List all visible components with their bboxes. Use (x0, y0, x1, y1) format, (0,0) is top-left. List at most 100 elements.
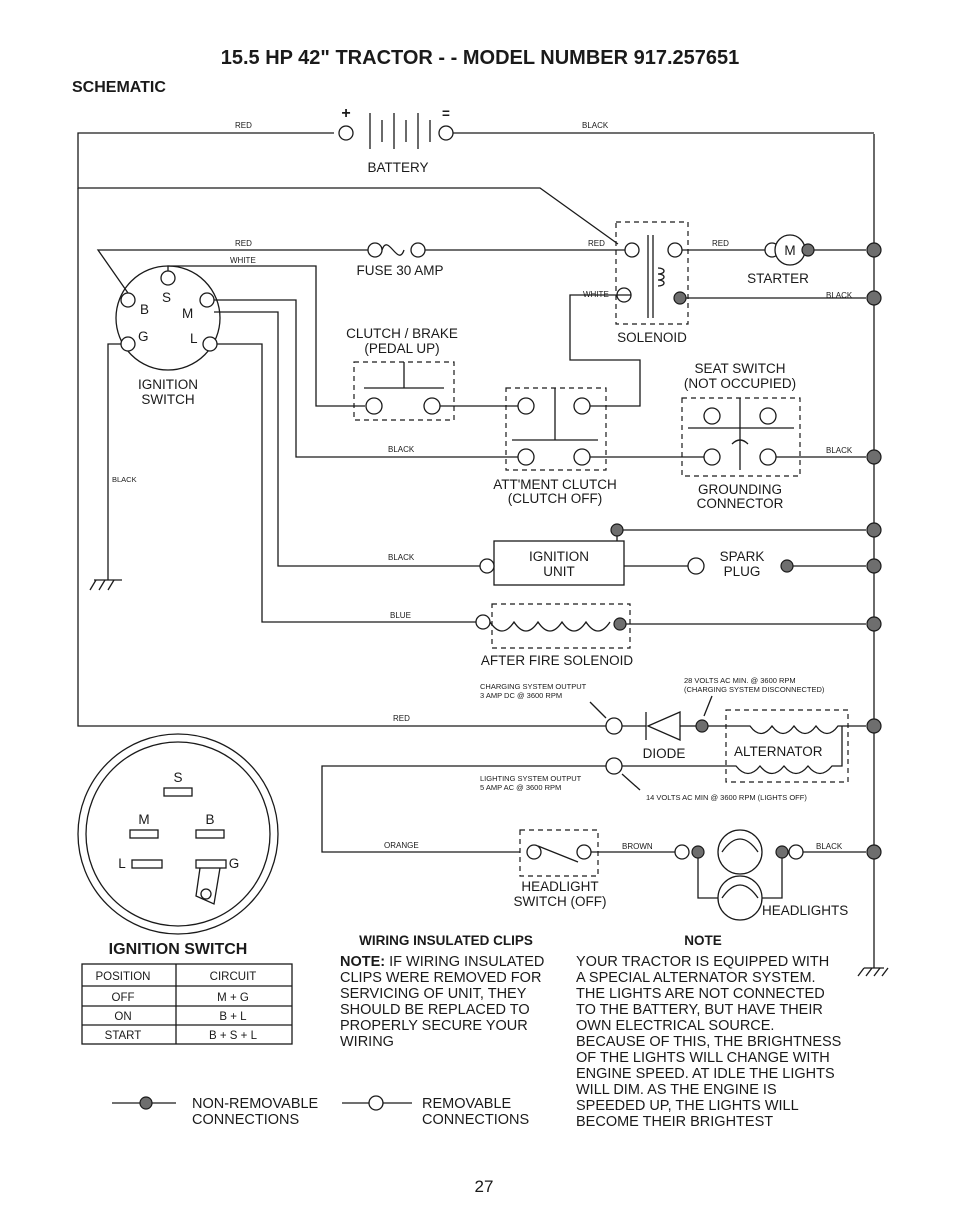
wire-label-red-3: RED (588, 239, 605, 248)
wire-label-black-3: BLACK (388, 553, 415, 562)
note-line-2: A SPECIAL ALTERNATOR SYSTEM. (576, 970, 816, 986)
note-line-11: BECOME THEIR BRIGHTEST (576, 1114, 773, 1130)
wire-label-red-2: RED (235, 239, 252, 248)
wire-label-black-2: BLACK (388, 445, 415, 454)
wire-white-to-solenoid: WHITE (167, 256, 365, 407)
note-line-5: OWN ELECTRICAL SOURCE. (576, 1018, 774, 1034)
table-header-position: POSITION (96, 971, 151, 983)
ground-connections (866, 242, 882, 860)
starter-label: STARTER (747, 271, 809, 286)
battery-label: BATTERY (367, 160, 428, 175)
headlight-switch-label-1: HEADLIGHT (521, 879, 598, 894)
spark-plug-label-1: SPARK (720, 549, 765, 564)
page-number: 27 (475, 1177, 494, 1196)
wiring-clips-line-4: SHOULD BE REPLACED TO (340, 1002, 530, 1018)
ign-label-S: S (162, 290, 171, 305)
wiring-clips-line-5: PROPERLY SECURE YOUR (340, 1018, 528, 1034)
wiring-clips-line-1-text: IF WIRING INSULATED (385, 954, 544, 970)
attment-label-2: (CLUTCH OFF) (508, 491, 603, 506)
grounding-label-2: CONNECTOR (697, 496, 784, 511)
note-line-1: YOUR TRACTOR IS EQUIPPED WITH (576, 954, 829, 970)
after-fire-label: AFTER FIRE SOLENOID (481, 653, 634, 668)
table-row-2-circuit: B + L (219, 1011, 247, 1023)
wire-label-white-2: WHITE (583, 290, 609, 299)
wire-label-black-ground: BLACK (112, 475, 137, 484)
battery: + = BATTERY RED BLACK (77, 105, 874, 245)
fuse-30-amp: FUSE 30 AMP RED (356, 239, 626, 278)
ign-label-L: L (190, 331, 198, 346)
grounding-label-1: GROUNDING (698, 482, 782, 497)
face-label-S: S (173, 770, 182, 785)
volts28-1: 28 VOLTS AC MIN. @ 3600 RPM (684, 676, 796, 685)
legend: NON-REMOVABLE CONNECTIONS REMOVABLE CONN… (112, 1095, 529, 1128)
wire-label-black-4: BLACK (826, 291, 853, 300)
wire-label-black-6: BLACK (816, 842, 843, 851)
battery-minus-sign: = (442, 106, 450, 121)
note-line-8: ENGINE SPEED. AT IDLE THE LIGHTS (576, 1066, 835, 1082)
fuse-label: FUSE 30 AMP (356, 263, 443, 278)
note-line-9: WILL DIM. AS THE ENGINE IS (576, 1082, 777, 1098)
legend-removable-2: CONNECTIONS (422, 1112, 529, 1128)
note-line-4: TO THE BATTERY, BUT HAVE THEIR (576, 1002, 823, 1018)
table-row-3-circuit: B + S + L (209, 1030, 258, 1042)
table-row-3-position: START (105, 1030, 142, 1042)
note-title: NOTE (684, 933, 722, 948)
table-row-1-position: OFF (112, 992, 135, 1004)
seat-switch: SEAT SWITCH (NOT OCCUPIED) BLACK GROUNDI… (681, 361, 866, 511)
legend-removable-1: REMOVABLE (422, 1096, 512, 1112)
solenoid: SOLENOID WHITE BLACK RED (569, 221, 866, 407)
ignition-unit: IGNITION UNIT SPARK PLUG (479, 523, 866, 586)
wire-blue-to-afterfire: BLUE (217, 343, 476, 623)
clutch-brake-label-2: (PEDAL UP) (364, 341, 439, 356)
clutch-brake-switch: CLUTCH / BRAKE (PEDAL UP) (346, 326, 518, 421)
ign-label-G: G (138, 329, 149, 344)
battery-positive-terminal (338, 125, 354, 141)
battery-plus-sign: + (341, 105, 350, 122)
headlights-label: HEADLIGHTS (762, 903, 848, 918)
charging-system: RED CHARGING SYSTEM OUTPUT 3 AMP DC @ 36… (77, 188, 866, 853)
ignition-switch-label-1: IGNITION (138, 377, 198, 392)
ignition-switch-title: IGNITION SWITCH (109, 941, 248, 958)
volts28-2: (CHARGING SYSTEM DISCONNECTED) (684, 685, 825, 694)
headlight-switch-label-2: SWITCH (OFF) (514, 894, 607, 909)
legend-removable-symbol (368, 1095, 384, 1111)
note-line-7: OF THE LIGHTS WILL CHANGE WITH (576, 1050, 830, 1066)
headlight-circuit: ORANGE HEADLIGHT SWITCH (OFF) BROWN BLAC… (384, 829, 866, 921)
note-line-10: SPEEDED UP, THE LIGHTS WILL (576, 1098, 799, 1114)
wire-red-to-solenoid: RED (96, 239, 368, 294)
starter-motor: M STARTER (747, 234, 866, 286)
page-title: 15.5 HP 42" TRACTOR - - MODEL NUMBER 917… (221, 47, 740, 69)
ignition-switch-face: S M B L G IGNITION SWITCH (77, 733, 279, 958)
face-label-G: G (229, 856, 240, 871)
ground-bus (857, 134, 889, 977)
after-fire-solenoid: AFTER FIRE SOLENOID (475, 603, 866, 668)
ign-label-M: M (182, 306, 193, 321)
seat-switch-label-2: (NOT OCCUPIED) (684, 376, 796, 391)
wiring-clips-line-2: CLIPS WERE REMOVED FOR (340, 970, 541, 986)
ignition-switch-symbol: B S M G L IGNITION SWITCH BLACK (89, 265, 221, 591)
wire-label-red-4: RED (712, 239, 729, 248)
spark-plug-label-2: PLUG (724, 564, 761, 579)
seat-switch-label-1: SEAT SWITCH (694, 361, 785, 376)
legend-nonremovable-symbol (139, 1096, 153, 1110)
starter-motor-letter: M (784, 243, 795, 258)
attment-label-1: ATT'MENT CLUTCH (493, 477, 617, 492)
wire-label-blue: BLUE (390, 611, 411, 620)
wire-label-orange: ORANGE (384, 841, 419, 850)
table-row-1-circuit: M + G (217, 992, 249, 1004)
alternator-label: ALTERNATOR (734, 744, 823, 759)
lighting-output-1: LIGHTING SYSTEM OUTPUT (480, 774, 582, 783)
charging-output-2: 3 AMP DC @ 3600 RPM (480, 691, 562, 700)
ignition-unit-label-1: IGNITION (529, 549, 589, 564)
ignition-unit-label-2: UNIT (543, 564, 575, 579)
wire-label-brown: BROWN (622, 842, 653, 851)
diode-label: DIODE (643, 746, 686, 761)
alternator-note: NOTE YOUR TRACTOR IS EQUIPPED WITH A SPE… (576, 933, 841, 1130)
wiring-clips-line-6: WIRING (340, 1034, 394, 1050)
wire-label-black: BLACK (582, 121, 609, 130)
wire-label-red: RED (235, 121, 252, 130)
solenoid-label: SOLENOID (617, 330, 687, 345)
schematic-heading: SCHEMATIC (72, 79, 166, 96)
face-label-L: L (118, 856, 126, 871)
